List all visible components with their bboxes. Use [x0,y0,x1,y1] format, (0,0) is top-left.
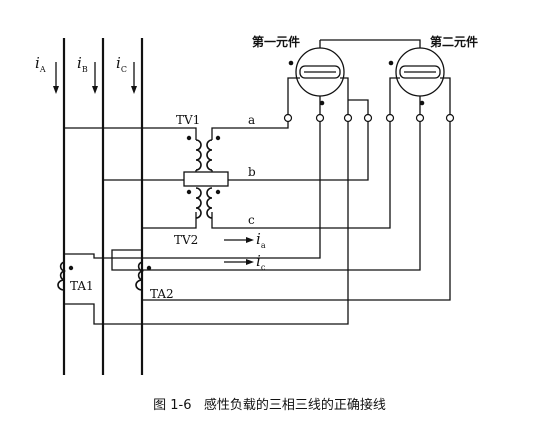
vt-primary-wiring [64,127,229,229]
tv2-transformer [186,187,221,219]
tv1-transformer [186,135,221,172]
figure-caption: 图 1-6 感性负载的三相三线的正确接线 [0,394,539,413]
wire-c-label: c [248,213,255,227]
wire-b-label: b [248,165,256,179]
phase-current-arrows [53,62,137,94]
current-ia-label: ia [256,230,266,250]
secondary-current-arrows [224,237,254,265]
wiring-diagram: iA iB iC TV1 TV2 [35,34,478,375]
wire-a-label: a [248,113,255,127]
ct-secondary-wiring [63,122,451,325]
tv2-label: TV2 [174,233,198,247]
ta1-transformer [57,261,74,291]
terminal-block [283,113,455,123]
figure-title: 感性负载的三相三线的正确接线 [203,398,386,413]
meter-element-2 [388,47,445,106]
ta2-transformer [135,261,152,291]
ta1-label: TA1 [70,279,94,293]
vt-secondary-wiring [211,39,451,229]
current-ic-label: ic [256,252,266,272]
phase-current-label-a: iA [35,54,46,74]
phase-current-label-c: iC [116,54,127,74]
element-2-label: 第二元件 [430,34,478,49]
meter-element-1 [288,47,345,106]
phase-current-label-b: iB [77,54,88,74]
ta2-label: TA2 [150,287,174,301]
tv1-label: TV1 [176,113,200,127]
element-1-label: 第一元件 [252,34,300,49]
figure-number: 图 1-6 [153,398,192,413]
